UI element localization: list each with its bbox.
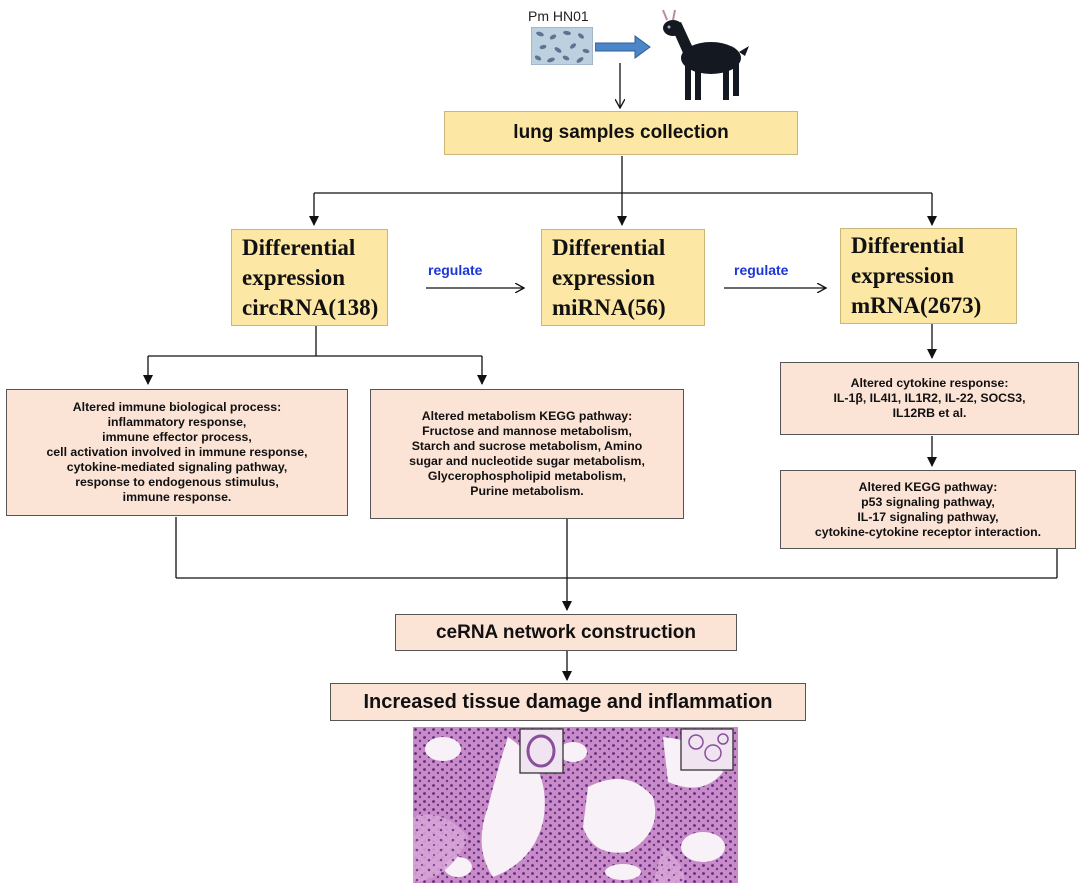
metabolism-line: Fructose and mannose metabolism, [422,424,632,438]
pathogen-label: Pm HN01 [528,8,589,24]
cytokine-line: IL-1β, IL4I1, IL1R2, IL-22, SOCS3, [833,391,1026,405]
regulate-label-2: regulate [734,262,789,278]
collection-label: lung samples collection [513,122,729,143]
tissue-damage-box: Increased tissue damage and inflammation [330,683,806,721]
goat-icon [662,9,749,100]
immune-process-box: Altered immune biological process: infla… [6,389,348,516]
circrna-line: Differential [242,234,356,260]
mirna-line: miRNA(56) [552,294,666,320]
mrna-line: Differential [851,233,965,258]
cerna-label: ceRNA network construction [435,621,697,643]
infection-arrow-icon [595,35,651,59]
cytokine-line: IL12RB et al. [892,406,967,420]
lung-samples-collection-box: lung samples collection [444,111,798,155]
cytokine-response-box: Altered cytokine response: IL-1β, IL4I1,… [780,362,1079,435]
mrna-box: Differential expression mRNA(2673) [840,228,1017,324]
cytokine-line: Altered cytokine response: [850,376,1009,390]
mirna-line: expression [552,264,656,290]
metabolism-pathway-box: Altered metabolism KEGG pathway: Fructos… [370,389,684,519]
immune-line: immune effector process, [102,430,252,444]
immune-line: immune response. [122,490,232,504]
bacteria-micrograph-icon [531,27,593,65]
metabolism-line: Starch and sucrose metabolism, Amino [411,439,643,453]
kegg-line: cytokine-cytokine receptor interaction. [814,524,1042,539]
immune-line: inflammatory response, [107,415,247,429]
lung-histology-image [413,727,738,883]
immune-line: Altered immune biological process: [72,400,282,414]
cerna-network-box: ceRNA network construction [395,614,737,651]
mrna-line: expression [851,263,955,288]
kegg-pathway-box: Altered KEGG pathway: p53 signaling path… [780,470,1076,549]
mirna-box: Differential expression miRNA(56) [541,229,705,326]
regulate-label-1: regulate [428,262,483,278]
kegg-line: p53 signaling pathway, [861,494,995,509]
circrna-line: expression [242,264,346,290]
metabolism-line: Purine metabolism. [470,484,584,498]
circrna-box: Differential expression circRNA(138) [231,229,388,326]
metabolism-line: sugar and nucleotide sugar metabolism, [409,454,645,468]
damage-label: Increased tissue damage and inflammation [363,690,773,713]
mirna-line: Differential [552,234,666,260]
circrna-line: circRNA(138) [242,294,379,320]
immune-line: cell activation involved in immune respo… [46,445,308,459]
metabolism-line: Glycerophospholipid metabolism, [427,469,627,483]
immune-line: cytokine-mediated signaling pathway, [66,460,288,474]
immune-line: response to endogenous stimulus, [75,475,279,489]
kegg-line: IL-17 signaling pathway, [857,509,999,524]
metabolism-line: Altered metabolism KEGG pathway: [421,409,633,423]
mrna-line: mRNA(2673) [851,293,982,318]
kegg-line: Altered KEGG pathway: [858,479,998,494]
